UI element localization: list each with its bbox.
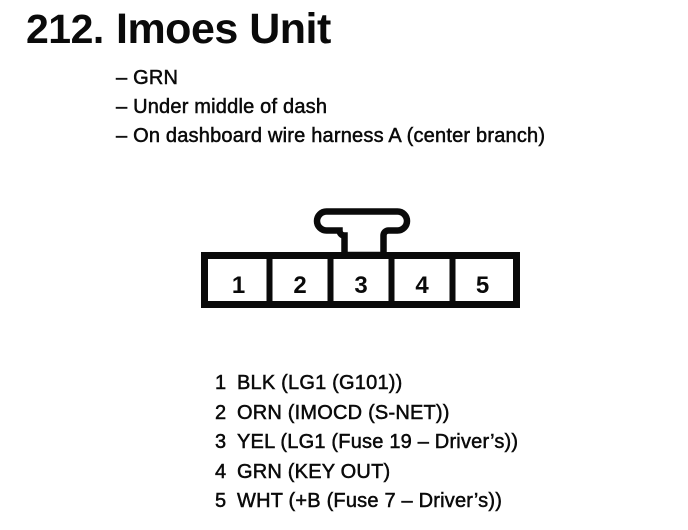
cavity-number-2: 2 bbox=[293, 272, 306, 299]
note-harness: – On dashboard wire harness A (center br… bbox=[116, 125, 546, 148]
pin-description: ORN (IMOCD (S-NET)) bbox=[237, 401, 450, 424]
connector-lock-tab-icon bbox=[313, 208, 411, 259]
pin-number: 2 bbox=[215, 401, 227, 424]
cavity-number-3: 3 bbox=[354, 272, 367, 299]
pin-row: 2 ORN (IMOCD (S-NET)) bbox=[215, 399, 518, 429]
pin-row: 3 YEL (LG1 (Fuse 19 – Driver’s)) bbox=[215, 428, 519, 458]
pin-description: GRN (KEY OUT) bbox=[237, 460, 391, 483]
pin-legend: 1 BLK (LG1 (G101)) 2 ORN (IMOCD (S-NET))… bbox=[215, 369, 519, 517]
pin-description: BLK (LG1 (G101)) bbox=[237, 372, 403, 394]
connector-diagram: 1 2 3 4 5 bbox=[197, 205, 527, 315]
note-color: – GRN bbox=[116, 67, 179, 90]
note-location: – Under middle of dash bbox=[116, 96, 328, 119]
page-title: Imoes Unit bbox=[116, 5, 331, 53]
pin-row: 5 WHT (+B (Fuse 7 – Driver’s)) bbox=[215, 487, 518, 517]
pin-row: 4 GRN (KEY OUT) bbox=[215, 458, 518, 488]
component-notes: – GRN – Under middle of dash – On dashbo… bbox=[116, 64, 546, 151]
cavity-number-4: 4 bbox=[415, 272, 429, 299]
pin-number: 3 bbox=[215, 431, 227, 453]
pin-row: 1 BLK (LG1 (G101)) bbox=[215, 369, 518, 399]
pin-number: 5 bbox=[215, 490, 227, 512]
connector-body-outline bbox=[201, 252, 520, 308]
section-number: 212. bbox=[26, 6, 104, 52]
cavity-number-1: 1 bbox=[232, 272, 245, 299]
pin-number: 4 bbox=[215, 460, 227, 483]
pin-description: WHT (+B (Fuse 7 – Driver’s)) bbox=[237, 490, 503, 512]
pin-description: YEL (LG1 (Fuse 19 – Driver’s)) bbox=[237, 431, 519, 453]
cavity-number-5: 5 bbox=[476, 272, 489, 299]
pin-number: 1 bbox=[215, 372, 227, 394]
